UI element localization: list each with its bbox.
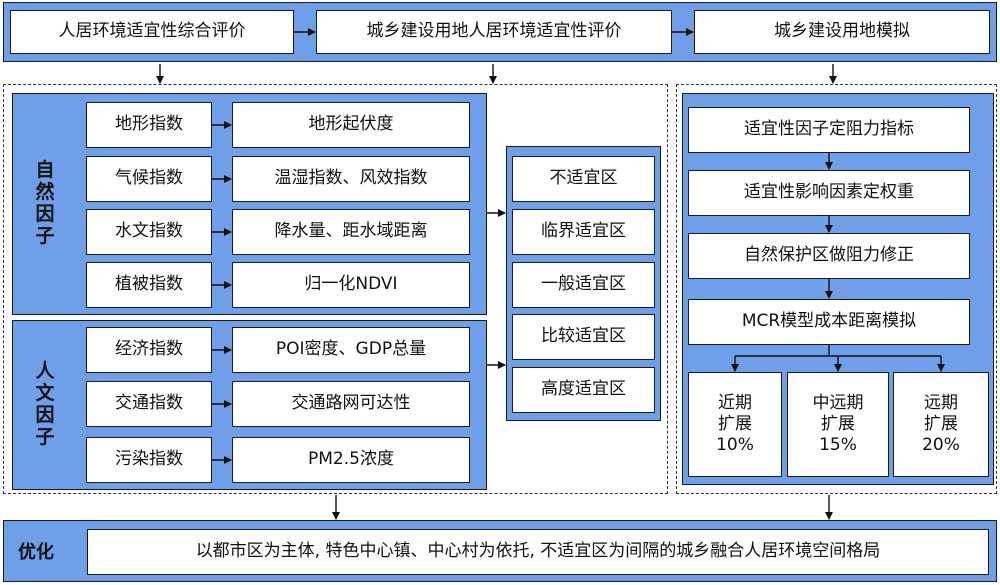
step-land-simulation-label: 城乡建设用地模拟	[774, 21, 910, 42]
step-land-suitability-evaluation: 城乡建设用地人居环境适宜性评价	[316, 10, 672, 54]
step-land-suitability-evaluation-label: 城乡建设用地人居环境适宜性评价	[366, 21, 622, 42]
optimization-label: 优化	[18, 542, 54, 563]
step-land-simulation: 城乡建设用地模拟	[694, 10, 990, 54]
sim-step-resistance: 适宜性因子定阻力指标	[688, 107, 970, 153]
optimization-statement: 以都市区为主体, 特色中心镇、中心村为依托, 不适宜区为间隔的城乡融合人居环境空…	[87, 529, 989, 575]
terrain-detail: 地形起伏度	[232, 102, 470, 148]
step-comprehensive-evaluation: 人居环境适宜性综合评价	[10, 10, 294, 54]
step-comprehensive-evaluation-label: 人居环境适宜性综合评价	[58, 21, 246, 42]
simulation-dashed-frame	[676, 84, 997, 494]
period-long-term: 远期 扩展 20%	[893, 372, 989, 477]
zone-unsuitable: 不适宜区	[512, 156, 655, 202]
economy-detail: POI密度、GDP总量	[232, 327, 470, 373]
economy-index: 经济指数	[86, 327, 212, 373]
zone-relatively-suitable: 比较适宜区	[512, 314, 655, 360]
climate-index: 气候指数	[86, 156, 212, 202]
pollution-index: 污染指数	[86, 437, 212, 483]
human-factors-label: 人 文 因 子	[35, 360, 55, 448]
evaluation-dashed-frame	[3, 84, 668, 494]
transport-index: 交通指数	[86, 381, 212, 427]
transport-detail: 交通路网可达性	[232, 381, 470, 427]
hydrology-detail: 降水量、距水域距离	[232, 209, 470, 255]
terrain-index: 地形指数	[86, 102, 212, 148]
period-mid-term: 中远期 扩展 15%	[787, 372, 889, 477]
sim-step-weights: 适宜性影响因素定权重	[688, 170, 970, 216]
vegetation-index: 植被指数	[86, 262, 212, 308]
sim-step-mcr: MCR模型成本距离模拟	[688, 299, 970, 345]
zone-marginal: 临界适宜区	[512, 209, 655, 255]
zone-highly-suitable: 高度适宜区	[512, 367, 655, 413]
natural-factors-label: 自 然 因 子	[35, 159, 55, 247]
sim-step-correction: 自然保护区做阻力修正	[688, 233, 970, 279]
vegetation-detail: 归一化NDVI	[232, 262, 470, 308]
climate-detail: 温湿指数、风效指数	[232, 156, 470, 202]
hydrology-index: 水文指数	[86, 209, 212, 255]
period-near-term: 近期 扩展 10%	[688, 372, 782, 477]
zone-general: 一般适宜区	[512, 262, 655, 308]
pollution-detail: PM2.5浓度	[232, 437, 470, 483]
